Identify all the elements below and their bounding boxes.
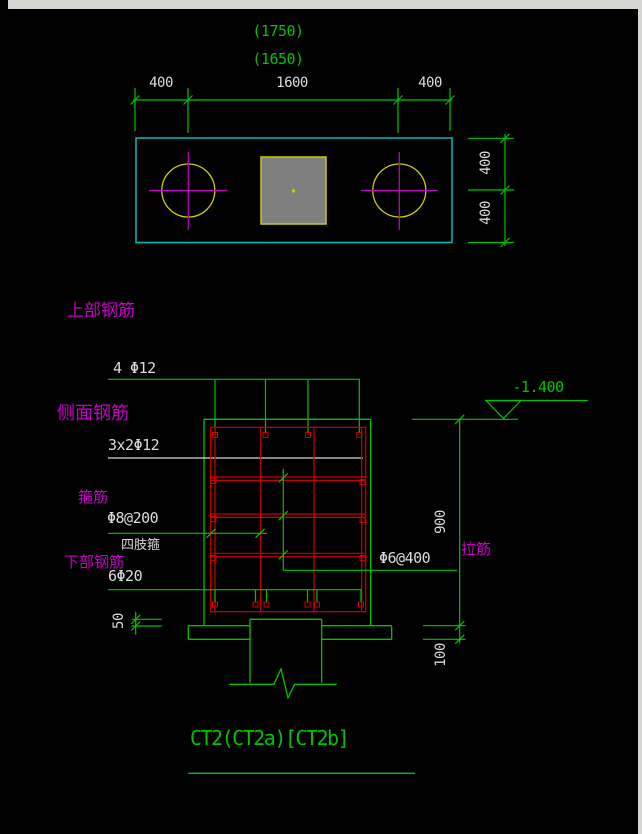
- side-rebar-label: 侧面钢筋: [57, 403, 129, 423]
- column-section-outline: [203, 418, 372, 626]
- break-line-icon: [229, 667, 337, 700]
- top-scrollbar[interactable]: [8, 0, 642, 9]
- bottom-rebar-spec: 6Φ20: [108, 567, 143, 585]
- right-scrollbar[interactable]: [638, 0, 642, 834]
- top-rebar-label: 上部钢筋: [67, 301, 135, 320]
- slab-thickness-dim: 100: [433, 643, 449, 667]
- plan-dim-400-left: 400: [149, 75, 173, 91]
- section-height-dim: 900: [433, 510, 449, 534]
- plan-overall-dim-outer: (1750): [252, 22, 304, 40]
- stirrup-spec: Φ8@200: [107, 509, 159, 527]
- plan-overall-dim-inner: (1650): [252, 50, 304, 68]
- plan-dim-400-right: 400: [418, 75, 442, 91]
- pile-centerlines: [149, 152, 438, 230]
- tie-bar-label: 拉筋: [461, 541, 492, 558]
- section-right-dimension: [423, 419, 466, 645]
- top-rebar-spec: 4 Φ12: [113, 359, 156, 377]
- stirrup-legs-note: 四肢箍: [121, 537, 161, 552]
- top-rebar-leader: [108, 378, 360, 432]
- elevation-value: -1.400: [512, 378, 564, 396]
- footing-slab: [187, 625, 393, 640]
- plan-dim-400-bottom-side: 400: [478, 201, 494, 225]
- tie-bar-leader: [278, 469, 457, 571]
- plan-dim-1600: 1600: [276, 75, 308, 91]
- tie-bar-spec: Φ6@400: [379, 549, 431, 567]
- stirrup-label: 箍筋: [78, 489, 109, 506]
- drawing-title: CT2(CT2a)[CT2b]: [190, 726, 350, 750]
- column-pad: [260, 156, 327, 225]
- pile-cap-outline: [135, 137, 453, 244]
- bottom-rebar-leader: [108, 589, 362, 602]
- plan-right-dimension: [468, 133, 514, 248]
- elevation-marker-icon: [412, 399, 588, 425]
- cover-dim: 50: [111, 613, 127, 629]
- pile-below: [229, 618, 337, 700]
- rebar-dots: [210, 432, 366, 608]
- stirrup-leader: [108, 528, 267, 539]
- bottom-rebar-label: 下部钢筋: [64, 554, 125, 571]
- plan-top-dimension: [130, 88, 455, 133]
- side-rebar-spec: 3x2Φ12: [108, 436, 160, 454]
- stirrup-cage: [210, 426, 367, 613]
- cover-dimension: [130, 611, 162, 635]
- plan-dim-400-top-side: 400: [478, 151, 494, 175]
